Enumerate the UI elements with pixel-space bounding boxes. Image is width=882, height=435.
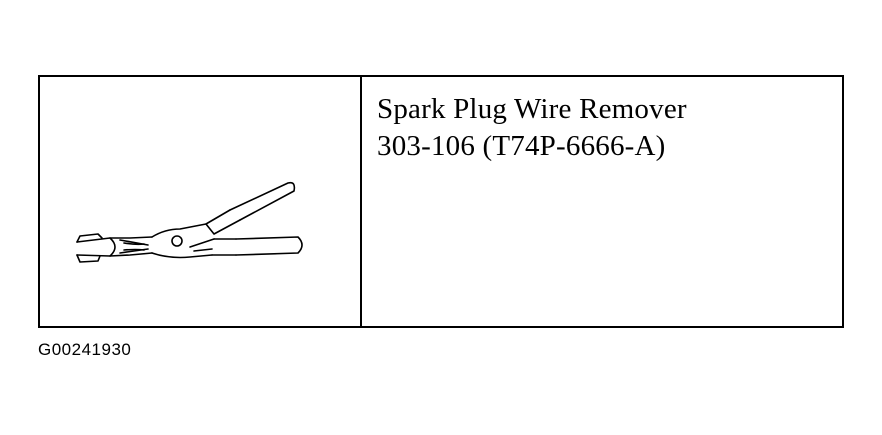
figure-id: G00241930 [38, 340, 132, 359]
tool-number: 303-106 (T74P-6666-A) [377, 130, 666, 162]
tool-table: Spark Plug Wire Remover 303-106 (T74P-66… [38, 75, 844, 328]
text-cell: Spark Plug Wire Remover 303-106 (T74P-66… [362, 77, 842, 326]
tool-name: Spark Plug Wire Remover [377, 93, 687, 125]
pliers-icon [76, 181, 303, 263]
illustration-cell [40, 77, 362, 326]
